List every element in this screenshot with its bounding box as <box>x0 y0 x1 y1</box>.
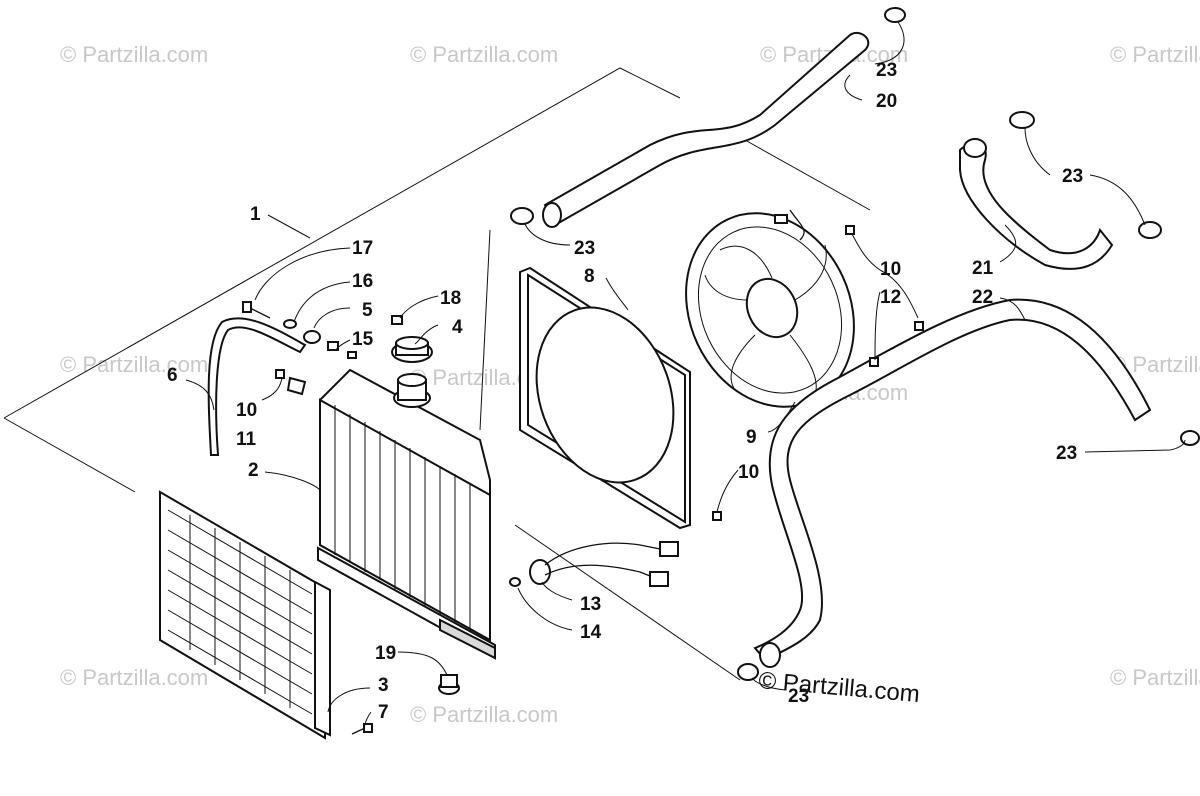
radiator-screen <box>159 490 331 740</box>
drain-plug <box>438 674 460 695</box>
callout-16: 16 <box>352 271 373 292</box>
callout-10a: 10 <box>236 400 257 421</box>
radiator <box>317 368 496 660</box>
callout-14: 14 <box>580 622 602 643</box>
callout-4: 4 <box>452 317 463 338</box>
callout-13: 13 <box>580 594 601 615</box>
screen-mesh <box>167 509 313 715</box>
callout-23d: 23 <box>1056 443 1077 464</box>
callout-20: 20 <box>876 91 897 112</box>
watermark: © Partzilla.com <box>1110 665 1200 690</box>
leader-lines <box>185 21 1186 729</box>
callout-17: 17 <box>352 238 373 259</box>
callout-22: 22 <box>972 287 993 308</box>
callout-15: 15 <box>352 329 374 350</box>
fan-blades <box>704 244 827 396</box>
watermark: © Partzilla.com <box>60 665 208 690</box>
small-hose <box>959 138 1114 270</box>
callout-labels: 1 2 3 4 5 6 7 8 9 10 10 10 11 12 13 14 1… <box>167 60 1083 723</box>
watermark: © Partzilla.com <box>410 42 558 67</box>
callout-8: 8 <box>584 266 595 287</box>
radiator-cap <box>391 336 433 363</box>
upper-hose <box>542 31 870 228</box>
watermark: © Partzilla.com <box>60 352 208 377</box>
callout-1: 1 <box>250 204 261 225</box>
overflow-hose <box>207 317 307 456</box>
callout-7: 7 <box>378 702 389 723</box>
fan-shroud <box>519 266 691 530</box>
callout-9: 9 <box>746 427 757 448</box>
callout-23a: 23 <box>876 60 897 81</box>
watermark: © Partzilla.com <box>410 702 558 727</box>
watermark: © Partzilla.com <box>60 42 208 67</box>
callout-10b: 10 <box>880 259 901 280</box>
hardware-top <box>242 301 403 396</box>
callout-10c: 10 <box>738 462 759 483</box>
callout-21: 21 <box>972 258 994 279</box>
temperature-sensor <box>509 541 679 587</box>
brand-text: © Partzilla.com <box>757 667 920 708</box>
hose-clamps <box>510 7 1200 681</box>
radiator-fins <box>334 405 471 631</box>
watermark: © Partzilla.com <box>1110 42 1200 67</box>
callout-19: 19 <box>375 643 396 664</box>
assembly-outline <box>3 67 871 681</box>
lower-hose <box>753 298 1152 668</box>
callout-18: 18 <box>440 288 461 309</box>
callout-5: 5 <box>362 300 373 321</box>
callout-12: 12 <box>880 287 901 308</box>
callout-23b: 23 <box>1062 166 1083 187</box>
callout-23e: 23 <box>788 686 809 707</box>
callout-23c: 23 <box>574 238 595 259</box>
callout-3: 3 <box>378 675 389 696</box>
callout-2: 2 <box>248 460 259 481</box>
callout-11: 11 <box>236 429 257 450</box>
screen-screw <box>351 723 373 735</box>
callout-6: 6 <box>167 365 178 386</box>
